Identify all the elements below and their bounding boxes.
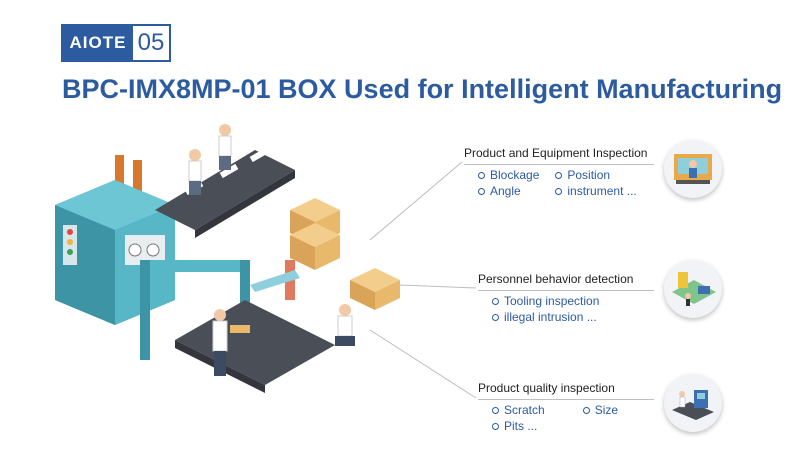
section-divider [464, 164, 654, 165]
page-title: BPC-IMX8MP-01 BOX Used for Intelligent M… [62, 74, 783, 104]
inspection-station-icon [664, 140, 722, 198]
logo-brand-text: AIOTE [63, 26, 133, 60]
bullet-icon [492, 406, 499, 414]
list-item: instrument ... [555, 184, 637, 198]
section-divider [478, 290, 654, 291]
factory-illustration [55, 124, 400, 393]
bullet-icon [478, 187, 485, 195]
section-divider [478, 399, 654, 400]
list-item: Angle [478, 184, 539, 198]
section-title: Product quality inspection [478, 381, 615, 395]
logo-number: 05 [133, 26, 169, 60]
list-item: Scratch [492, 403, 545, 417]
section-equipment-inspection: Product and Equipment Inspection Blockag… [464, 146, 654, 198]
section-quality-inspection: Product quality inspection Scratch Size … [478, 381, 654, 433]
bullet-icon [492, 422, 499, 430]
list-item: Position [555, 168, 636, 182]
section-title: Product and Equipment Inspection [464, 146, 648, 160]
list-item: illegal intrusion ... [492, 310, 599, 324]
factory-floor-icon [664, 260, 722, 318]
list-item: Pits ... [492, 419, 545, 433]
bullet-icon [555, 171, 563, 179]
list-item: Tooling inspection [492, 294, 599, 308]
section-title: Personnel behavior detection [478, 272, 634, 286]
section-personnel-detection: Personnel behavior detection Tooling ins… [478, 272, 654, 324]
bullet-icon [492, 313, 499, 321]
bullet-icon [582, 406, 590, 414]
bullet-icon [555, 187, 563, 195]
brand-logo: AIOTE 05 [61, 24, 171, 62]
list-item: Blockage [478, 168, 539, 182]
bullet-icon [478, 171, 485, 179]
bullet-icon [492, 297, 499, 305]
list-item: Size [582, 403, 618, 417]
quality-machine-icon [664, 374, 722, 432]
